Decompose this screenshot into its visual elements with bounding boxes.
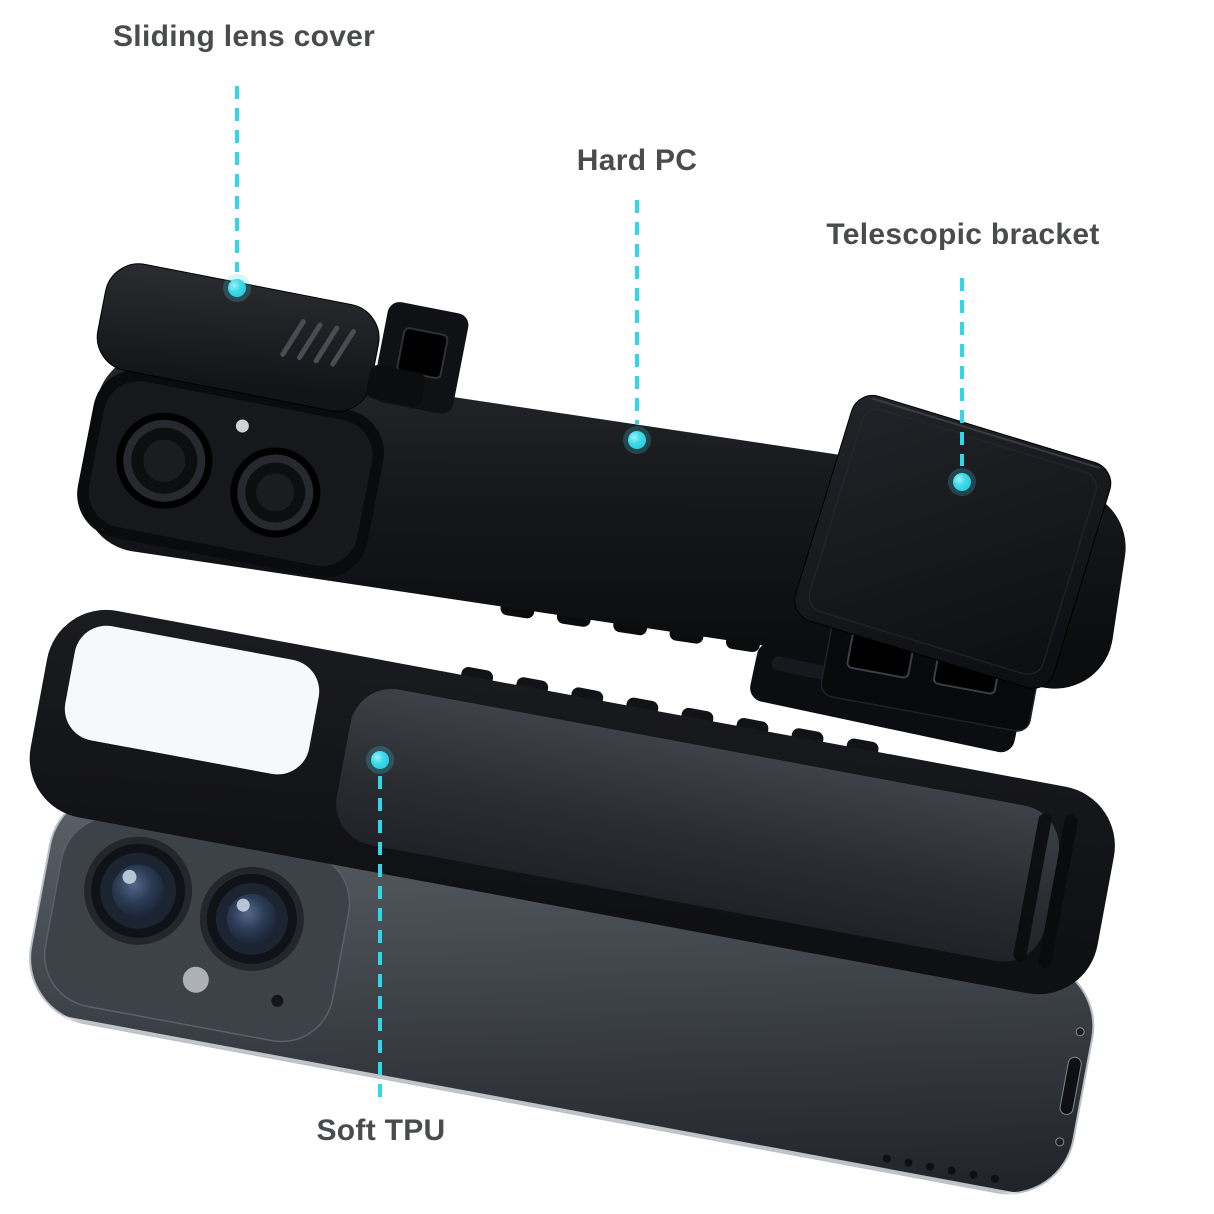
phone-camera-lens [199, 866, 304, 971]
label-hard-pc: Hard PC [576, 144, 698, 177]
phone-camera-module [43, 815, 351, 1043]
sliding-camera-cover [96, 263, 380, 412]
soft-tpu-frame [29, 609, 1115, 995]
camera-frame [77, 369, 384, 578]
tpu-inner-window [336, 689, 1060, 962]
phone-edge-highlight [63, 1016, 1018, 1196]
label-telescopic-bracket: Telescopic bracket [826, 218, 1100, 251]
kickstand-assembly [750, 394, 1112, 753]
cover-grip-lines [280, 319, 356, 367]
phone-body [29, 789, 1095, 1196]
label-sliding-lens-cover: Sliding lens cover [113, 20, 376, 53]
case-lens-opening [116, 412, 213, 509]
callout-dot-telescopic-bracket [953, 473, 971, 491]
telescopic-bracket-plate [794, 394, 1112, 689]
tpu-side-ridges [1013, 813, 1078, 968]
tpu-camera-cutout [64, 625, 320, 775]
case-flash-hole [235, 419, 249, 433]
callouts-graphics [223, 86, 976, 1098]
callout-dot-soft-tpu [371, 751, 389, 769]
callout-dot-hard-pc [628, 431, 646, 449]
cover-slide-rail [366, 302, 469, 414]
case-lens-opening [230, 447, 321, 538]
phone-mic-dot [271, 994, 284, 1007]
speaker-holes [882, 1154, 999, 1183]
lightning-port [1059, 1056, 1082, 1116]
phone-camera-lens [84, 836, 193, 945]
phone-bottom-ports [882, 1027, 1085, 1183]
callout-dot-sliding-lens-cover [228, 279, 246, 297]
phone-flash [182, 966, 209, 993]
label-soft-tpu: Soft TPU [316, 1114, 446, 1147]
